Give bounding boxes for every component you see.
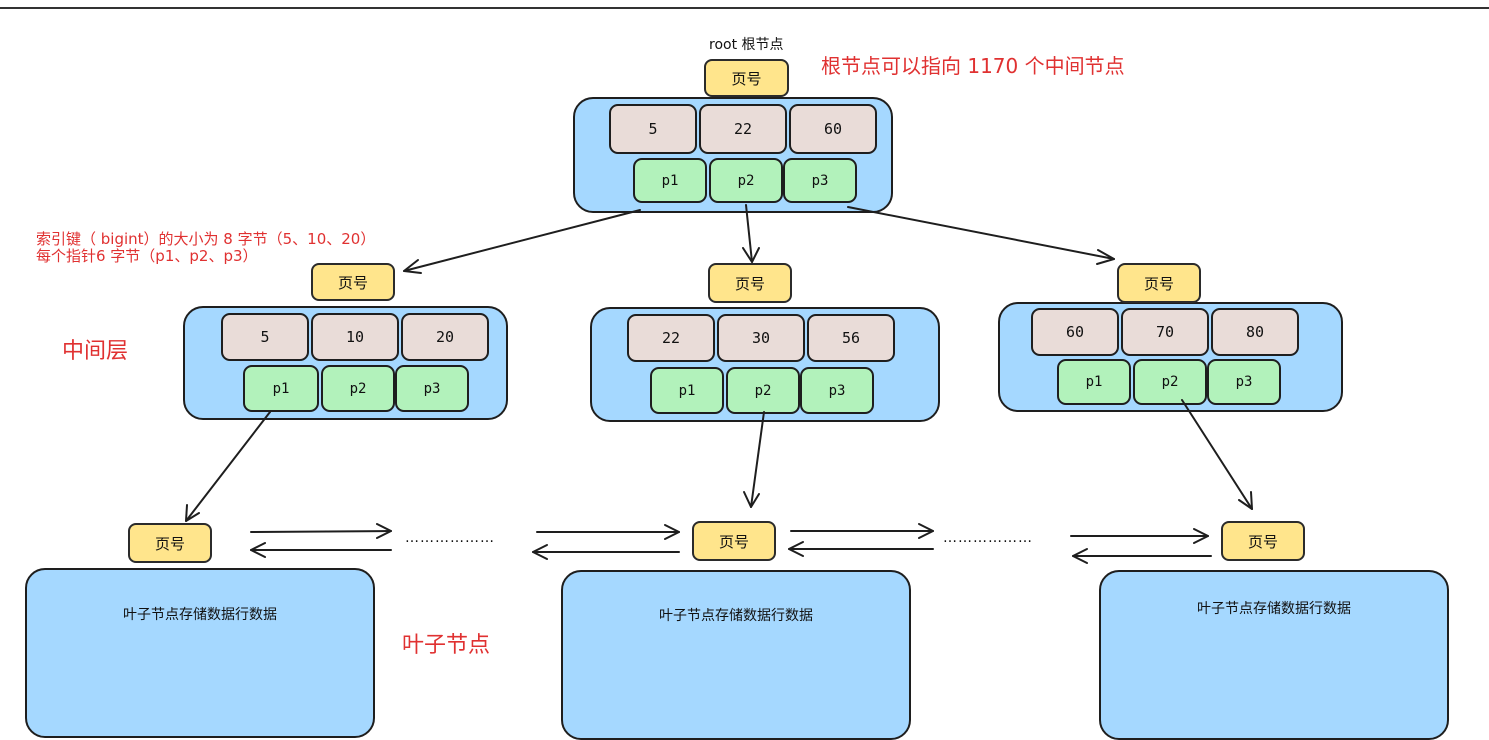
- middle-3-pointer-2: p2: [1133, 359, 1207, 405]
- middle-3-pointer-3: p3: [1207, 359, 1281, 405]
- middle-2-key-3: 56: [807, 314, 895, 362]
- leaf-2-text: 叶子节点存储数据行数据: [659, 608, 813, 624]
- arrow-middle-1-to-leaf-1: [185, 411, 271, 522]
- leaf-node-2: 叶子节点存储数据行数据: [561, 570, 911, 740]
- middle-2-pointer-1: p1: [650, 367, 724, 414]
- middle-2-pointer-2: p2: [726, 367, 800, 414]
- middle-1-key-3: 20: [401, 313, 489, 361]
- leaf-layer-label: 叶子节点: [402, 633, 491, 658]
- middle-layer-label: 中间层: [62, 339, 129, 364]
- arrow-middle-2-to-leaf-2: [743, 411, 765, 508]
- leaf-3-page-number: 页号: [1221, 521, 1305, 561]
- leaf-node-3: 叶子节点存储数据行数据: [1099, 570, 1449, 740]
- middle-3-page-number: 页号: [1117, 263, 1201, 303]
- root-pointer-1: p1: [633, 158, 707, 203]
- middle-3-key-2: 70: [1121, 308, 1209, 356]
- middle-2-page-number: 页号: [708, 263, 792, 303]
- middle-3-key-1: 60: [1031, 308, 1119, 356]
- arrow-leaf-2-prev-a: [250, 542, 392, 558]
- middle-2-key-2: 30: [717, 314, 805, 362]
- middle-1-key-1: 5: [221, 313, 309, 361]
- root-page-number: 页号: [704, 59, 789, 97]
- root-caption: root 根节点: [709, 37, 784, 53]
- arrow-leaf-2-prev-b: [532, 544, 680, 560]
- arrow-leaf-2-next-a: [536, 524, 680, 540]
- arrow-leaf-3-next: [1070, 528, 1209, 544]
- middle-3-key-3: 80: [1211, 308, 1299, 356]
- arrow-root-to-middle-1: [403, 209, 641, 274]
- middle-1-key-2: 10: [311, 313, 399, 361]
- leaf-gap-ellipsis-right: ………………: [943, 530, 1033, 546]
- arrow-middle-3-to-leaf-3: [1181, 399, 1253, 510]
- leaf-gap-ellipsis-left: ………………: [405, 530, 495, 546]
- key-size-note: 索引键（ bigint）的大小为 8 字节（5、10、20）: [36, 230, 376, 248]
- root-key-2: 22: [699, 104, 787, 154]
- middle-2-pointer-3: p3: [800, 367, 874, 414]
- root-pointer-2: p2: [709, 158, 783, 203]
- arrow-leaf-2-next-b: [790, 523, 934, 539]
- middle-2-key-1: 22: [627, 314, 715, 362]
- root-note: 根节点可以指向 1170 个中间节点: [821, 54, 1125, 78]
- leaf-3-text: 叶子节点存储数据行数据: [1197, 600, 1351, 617]
- leaf-1-page-number: 页号: [128, 523, 212, 563]
- leaf-1-text: 叶子节点存储数据行数据: [123, 607, 277, 623]
- arrow-leaf-1-next: [250, 523, 392, 539]
- top-divider: [0, 7, 1489, 9]
- arrow-root-to-middle-3: [847, 206, 1115, 265]
- root-pointer-3: p3: [783, 158, 857, 203]
- middle-1-pointer-2: p2: [321, 365, 395, 412]
- leaf-2-page-number: 页号: [692, 521, 776, 561]
- leaf-node-1: 叶子节点存储数据行数据: [25, 568, 375, 738]
- middle-1-pointer-1: p1: [243, 365, 319, 412]
- root-key-3: 60: [789, 104, 877, 154]
- middle-3-pointer-1: p1: [1057, 359, 1131, 405]
- middle-1-pointer-3: p3: [395, 365, 469, 412]
- middle-1-page-number: 页号: [311, 263, 395, 301]
- arrow-leaf-3-prev-b: [1072, 548, 1212, 564]
- pointer-size-note: 每个指针6 字节（p1、p2、p3）: [36, 247, 258, 265]
- root-key-1: 5: [609, 104, 697, 154]
- arrow-leaf-3-prev-a: [788, 541, 934, 557]
- arrow-root-to-middle-2: [742, 204, 760, 263]
